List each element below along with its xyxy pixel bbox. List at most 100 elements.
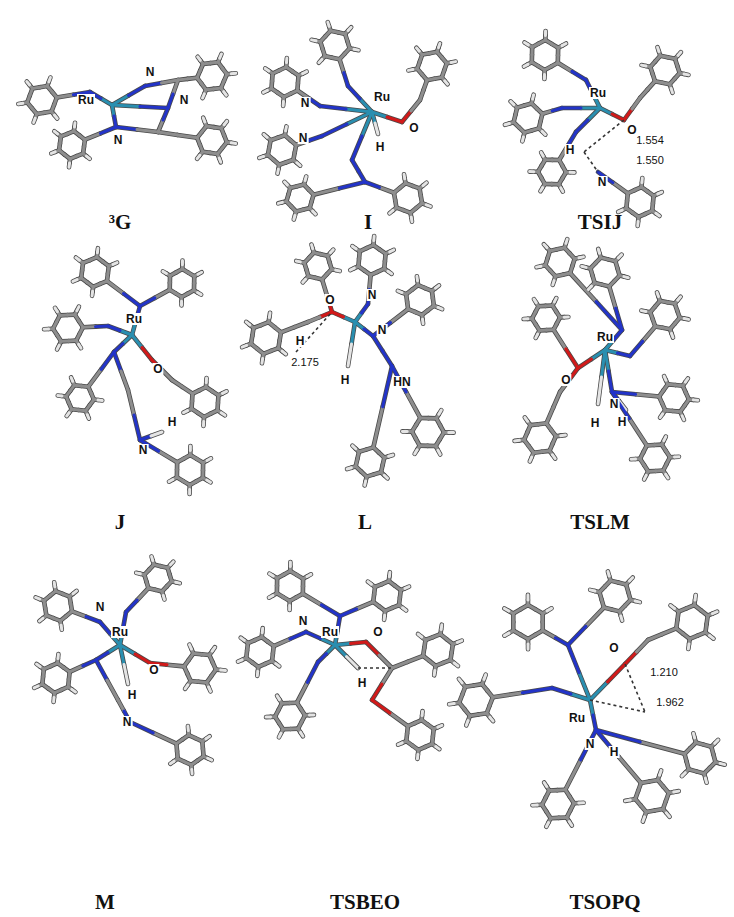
bond-stick — [365, 182, 379, 187]
bond-outline — [373, 323, 391, 336]
bond-outline — [504, 633, 508, 636]
bond-outline — [347, 468, 351, 469]
bond-stick — [114, 352, 121, 371]
bond-outline — [352, 246, 356, 249]
bond-outline — [379, 187, 393, 192]
bond-stick — [684, 72, 688, 76]
bond-outline — [198, 272, 202, 274]
bond-outline — [641, 308, 645, 313]
bond-stick — [120, 331, 132, 336]
bond-outline — [432, 671, 437, 676]
bond-stick — [142, 348, 152, 361]
bond-outline — [57, 345, 59, 349]
bond-stick — [224, 121, 227, 125]
bond-outline — [504, 608, 508, 611]
bond-outline — [415, 754, 420, 758]
bond-outline — [130, 722, 153, 733]
bond-outline — [640, 90, 648, 98]
bond-outline — [340, 609, 357, 616]
bond-stick — [624, 109, 632, 120]
bond-outline — [137, 588, 148, 600]
bond-outline — [123, 294, 140, 306]
bond-outline — [542, 111, 552, 114]
bond-outline — [279, 733, 281, 737]
bond-outline — [238, 660, 242, 662]
bond-stick — [197, 155, 200, 159]
bond-outline — [283, 126, 288, 130]
bond-outline — [352, 136, 362, 160]
bond-outline — [136, 571, 140, 577]
bond-outline — [107, 281, 124, 293]
bond-outline — [297, 163, 300, 166]
bond-stick — [369, 275, 370, 290]
bond-stick — [572, 71, 586, 80]
bond-stick — [202, 421, 205, 425]
bond-stick — [424, 80, 428, 90]
bond-stick — [112, 96, 129, 106]
bond-outline — [163, 108, 168, 120]
bond-stick — [203, 94, 205, 98]
bond-stick — [96, 248, 100, 252]
bond-outline — [83, 660, 96, 666]
bond-outline — [541, 152, 543, 156]
bond-stick — [268, 313, 272, 318]
bond-outline — [375, 123, 378, 134]
bond-stick — [107, 281, 124, 293]
bond-outline — [554, 298, 556, 302]
bond-outline — [536, 334, 538, 338]
bond-outline — [596, 302, 622, 330]
bond-outline — [203, 94, 205, 98]
bond-outline — [98, 398, 102, 403]
bond-outline — [637, 640, 649, 652]
bond-outline — [402, 174, 407, 178]
bond-outline — [294, 322, 308, 327]
bond-outline — [120, 331, 132, 336]
bond-outline — [121, 371, 128, 390]
bond-outline — [709, 636, 713, 639]
bond-outline — [179, 301, 184, 305]
bond-stick — [183, 411, 187, 413]
bond-outline — [418, 634, 422, 637]
bond-outline — [178, 135, 198, 138]
bond-stick — [205, 378, 208, 382]
bond-outline — [659, 770, 661, 775]
bond-outline — [454, 663, 458, 666]
bond-outline — [308, 317, 320, 322]
bond-outline — [685, 378, 688, 382]
bond-outline — [546, 408, 553, 424]
bond-outline — [259, 156, 263, 157]
bond-outline — [52, 582, 57, 586]
bond-stick — [54, 115, 57, 118]
bond-outline — [554, 330, 566, 349]
bond-outline — [198, 57, 201, 61]
bond-outline — [466, 721, 468, 726]
bond-outline — [544, 244, 547, 247]
bond-outline — [335, 645, 347, 657]
bond-outline — [555, 638, 568, 645]
bond-outline — [260, 628, 265, 632]
bond-outline — [282, 351, 286, 354]
bond-outline — [671, 89, 672, 93]
bond-outline — [197, 155, 200, 159]
bond-stick — [613, 183, 628, 194]
bond-outline — [526, 595, 531, 600]
bond-outline — [684, 316, 688, 321]
bond-outline — [420, 319, 425, 323]
bond-stick — [101, 99, 112, 106]
bond-outline — [267, 313, 272, 318]
bond-outline — [542, 74, 547, 78]
bond-outline — [544, 782, 547, 786]
bond-outline — [348, 27, 351, 30]
bond-outline — [307, 574, 311, 576]
bond-outline — [657, 47, 658, 51]
bond-stick — [322, 124, 347, 136]
bond-outline — [373, 407, 382, 448]
bond-stick — [140, 298, 155, 306]
bond-stick — [112, 105, 140, 107]
bond-stick — [123, 294, 140, 306]
bond-outline — [339, 182, 365, 188]
bond-stick — [173, 80, 178, 94]
bond-stick — [328, 22, 329, 26]
bond-stick — [207, 480, 211, 482]
bond-stick — [542, 111, 552, 114]
